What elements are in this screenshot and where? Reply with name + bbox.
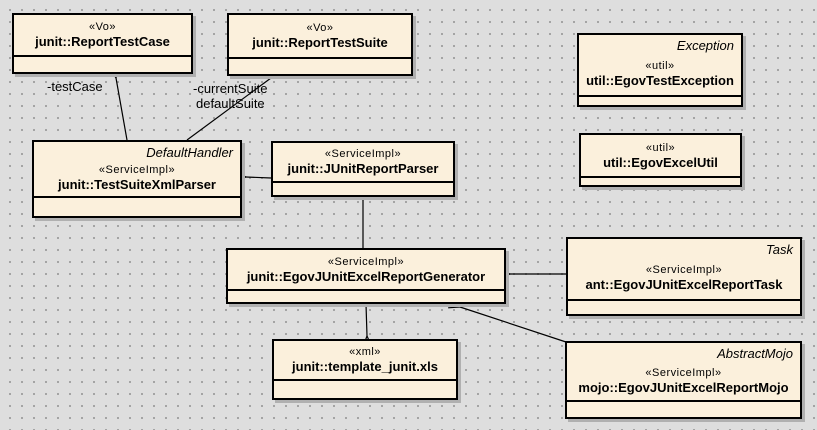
stereotype-label: «Vo» (88, 21, 117, 33)
class-egov-excel-util[interactable]: «util» util::EgovExcelUtil (579, 133, 742, 187)
edge-label-test-case: -testCase (47, 79, 103, 94)
stereotype-label: «ServiceImpl» (645, 264, 723, 276)
attributes-compartment[interactable] (14, 55, 191, 72)
class-template-junit-xls[interactable]: «xml» junit::template_junit.xls (272, 339, 458, 400)
attributes-compartment[interactable] (581, 176, 740, 185)
class-report-test-case[interactable]: «Vo» junit::ReportTestCase (12, 13, 193, 74)
class-egov-junit-excel-report-mojo[interactable]: AbstractMojo «ServiceImpl» mojo::EgovJUn… (565, 341, 802, 419)
stereotype-label: «ServiceImpl» (645, 366, 722, 379)
attributes-compartment[interactable] (579, 95, 741, 105)
stereotype-label: «ServiceImpl» (98, 164, 176, 176)
class-name: ant::EgovJUnitExcelReportTask (585, 277, 783, 292)
edge-generator-to-template[interactable] (366, 303, 367, 336)
class-name: junit::ReportTestSuite (252, 35, 388, 50)
class-name: junit::EgovJUnitExcelReportGenerator (246, 268, 486, 284)
attributes-compartment[interactable] (273, 181, 453, 195)
attributes-compartment[interactable] (568, 299, 800, 314)
stereotype-label: «ServiceImpl» (324, 148, 402, 160)
stereotype-label: «util» (645, 141, 676, 154)
attributes-compartment[interactable] (34, 196, 240, 216)
edge-label-default-suite: defaultSuite (196, 96, 265, 111)
class-egov-junit-excel-report-task[interactable]: Task «ServiceImpl» ant::EgovJUnitExcelRe… (566, 237, 802, 316)
attributes-compartment[interactable] (567, 400, 800, 417)
class-name: junit::ReportTestCase (35, 34, 170, 49)
class-name: junit::JUnitReportParser (287, 161, 439, 176)
class-report-test-suite[interactable]: «Vo» junit::ReportTestSuite (227, 13, 413, 76)
edge-label-current-suite: -currentSuite (193, 81, 268, 96)
class-name: junit::template_junit.xls (292, 359, 438, 374)
edge-mojo-to-generator[interactable] (460, 307, 567, 343)
class-name: util::EgovExcelUtil (603, 154, 718, 170)
stereotype-label: «xml» (349, 346, 381, 358)
class-egov-junit-excel-report-generator[interactable]: «ServiceImpl» junit::EgovJUnitExcelRepor… (226, 248, 506, 304)
class-name: util::EgovTestException (586, 73, 734, 88)
class-junit-report-parser[interactable]: «ServiceImpl» junit::JUnitReportParser (271, 141, 455, 197)
attributes-compartment[interactable] (274, 379, 456, 398)
edge-reportparser-to-xmlparser[interactable] (246, 177, 272, 178)
stereotype-label: «ServiceImpl» (327, 255, 405, 268)
class-name: junit::TestSuiteXmlParser (58, 177, 216, 192)
class-egov-test-exception[interactable]: Exception «util» util::EgovTestException (577, 33, 743, 107)
edge-parser-to-reporttestcase[interactable] (116, 78, 128, 141)
parent-class-label: Task (766, 242, 793, 257)
parent-class-label: Exception (676, 38, 734, 53)
parent-class-label: AbstractMojo (717, 346, 793, 361)
attributes-compartment[interactable] (228, 289, 504, 302)
parent-class-label: DefaultHandler (146, 145, 233, 160)
class-name: mojo::EgovJUnitExcelReportMojo (578, 379, 789, 395)
attributes-compartment[interactable] (229, 57, 411, 74)
class-test-suite-xml-parser[interactable]: DefaultHandler «ServiceImpl» junit::Test… (32, 140, 242, 218)
stereotype-label: «Vo» (306, 22, 334, 34)
stereotype-label: «util» (645, 60, 675, 72)
